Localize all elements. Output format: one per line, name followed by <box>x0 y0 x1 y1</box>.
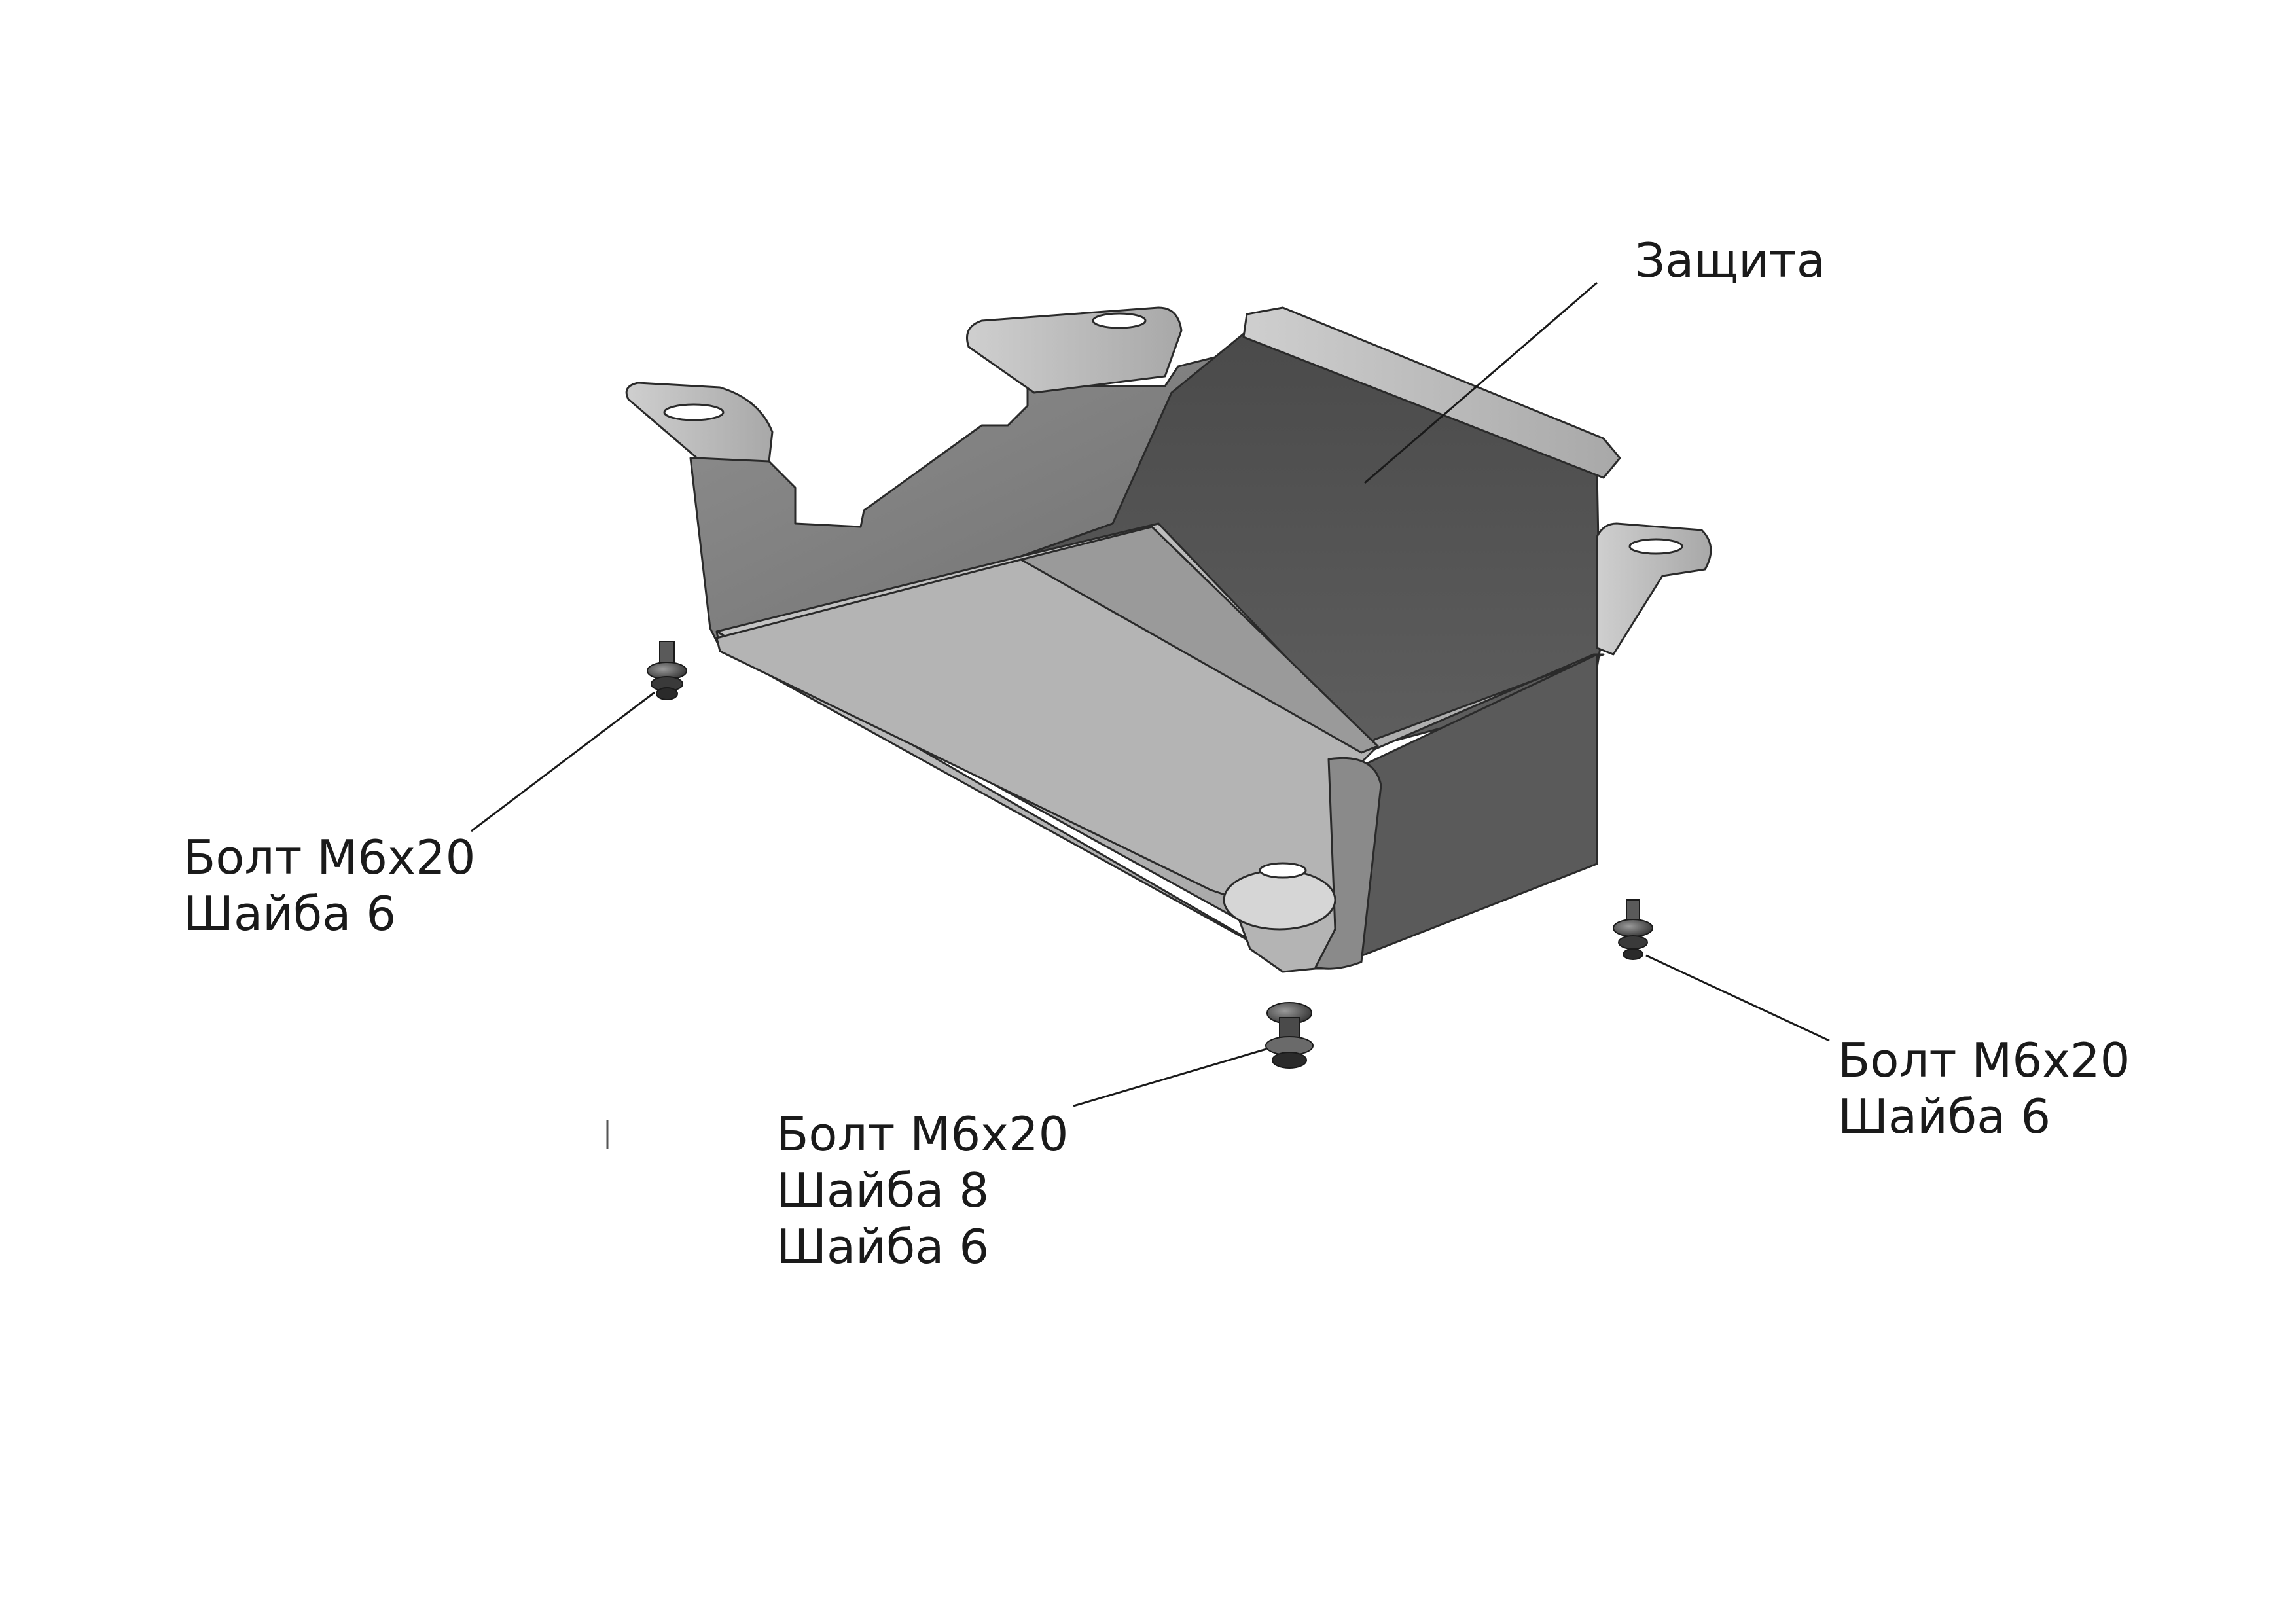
slot-middle <box>1092 312 1147 329</box>
bolt-right <box>1613 899 1653 960</box>
label-left-line-1: Болт М6х20 <box>183 830 476 885</box>
label-right-line-2: Шайба 6 <box>1838 1089 2051 1144</box>
slot-left <box>663 403 725 421</box>
mount-tab-right <box>1596 522 1712 656</box>
leader-right <box>1645 954 1830 1042</box>
label-left-line-2: Шайба 6 <box>183 886 397 941</box>
bottom-slot <box>1259 862 1307 879</box>
label-bottom-line-2: Шайба 8 <box>776 1163 990 1218</box>
label-bottom-bolt: Болт М6х20 Шайба 8 Шайба 6 <box>776 1106 1068 1275</box>
shield-top-flange <box>1242 306 1621 479</box>
label-left-bolt: Болт М6х20 Шайба 6 <box>183 829 475 942</box>
shield-part <box>625 306 1712 973</box>
label-right-line-1: Болт М6х20 <box>1838 1033 2130 1088</box>
mount-tab-middle <box>966 306 1183 394</box>
leader-shield <box>1364 281 1598 484</box>
label-bottom-line-1: Болт М6х20 <box>776 1107 1069 1162</box>
label-bottom-line-3: Шайба 6 <box>776 1219 990 1274</box>
label-right-bolt: Болт М6х20 Шайба 6 <box>1838 1032 2130 1145</box>
shield-corner <box>1314 757 1382 970</box>
leader-left <box>471 691 655 832</box>
slot-right <box>1628 538 1683 555</box>
bolt-bottom <box>1265 1002 1314 1069</box>
leader-bottom <box>1073 1048 1267 1107</box>
mount-tab-left <box>625 382 774 463</box>
shield-crease <box>1020 526 1379 754</box>
label-shield-line: Защита <box>1635 233 1825 288</box>
label-shield: Защита <box>1635 232 1825 289</box>
bolt-left <box>647 641 687 700</box>
bottom-boss <box>1223 869 1336 931</box>
